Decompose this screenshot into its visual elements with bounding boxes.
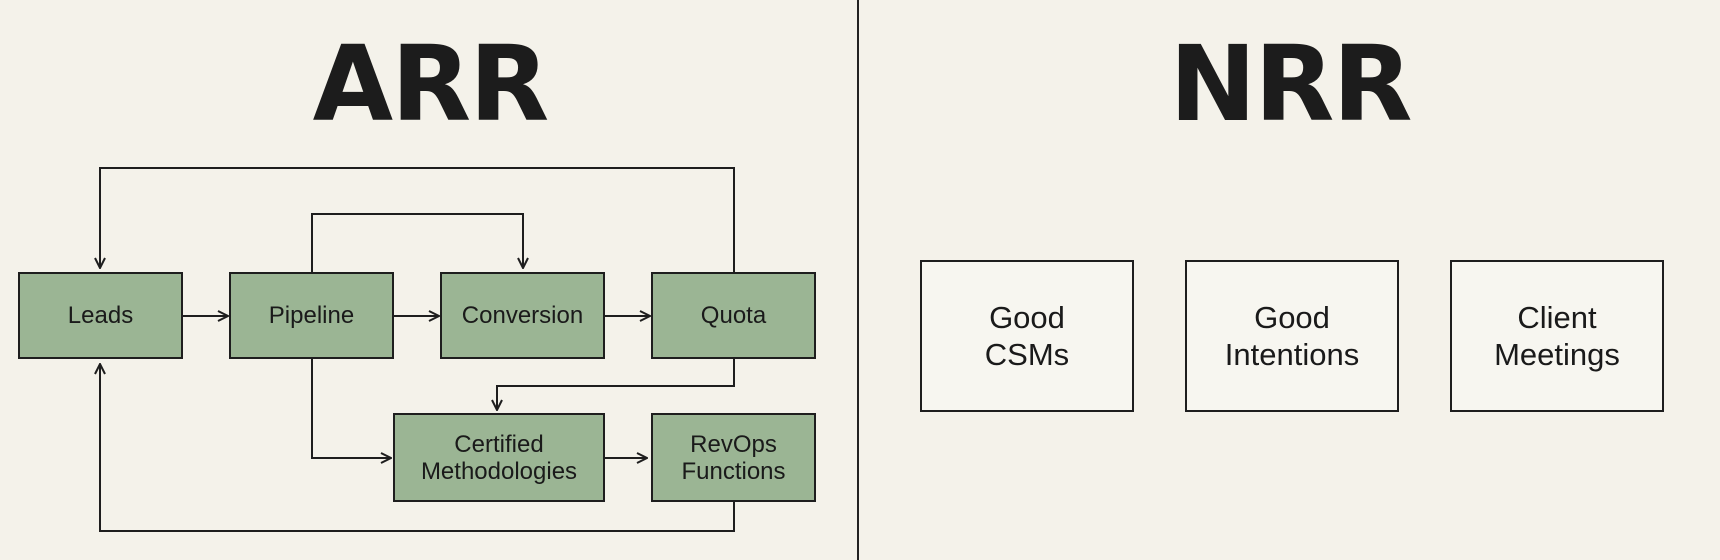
node-certified-methodologies-label: Certified Methodologies [420, 430, 578, 485]
nrr-title: NRR [1169, 23, 1412, 145]
arr-title: ARR [312, 23, 550, 145]
node-leads: Leads [18, 272, 183, 359]
node-pipeline: Pipeline [229, 272, 394, 359]
node-quota-label: Quota [700, 302, 767, 329]
box-client-meetings: Client Meetings [1450, 260, 1664, 412]
arrow-pipeline-conversion-loop [311, 213, 523, 272]
box-good-intentions: Good Intentions [1185, 260, 1399, 412]
arrow-quota-leads-loop [100, 167, 735, 272]
arrow-pipeline-certified [311, 359, 391, 458]
node-conversion: Conversion [440, 272, 605, 359]
node-revops-functions: RevOps Functions [651, 413, 816, 502]
node-revops-functions-label: RevOps Functions [681, 430, 786, 485]
arrow-revops-leads-loop [100, 364, 735, 532]
section-divider [857, 0, 859, 560]
node-pipeline-label: Pipeline [268, 302, 355, 329]
node-leads-label: Leads [67, 302, 134, 329]
arrow-quota-certified [497, 359, 735, 410]
box-client-meetings-label: Client Meetings [1494, 300, 1620, 372]
box-good-csms-label: Good CSMs [984, 300, 1070, 372]
node-certified-methodologies: Certified Methodologies [393, 413, 605, 502]
node-conversion-label: Conversion [461, 302, 584, 329]
node-quota: Quota [651, 272, 816, 359]
box-good-csms: Good CSMs [920, 260, 1134, 412]
box-good-intentions-label: Good Intentions [1224, 300, 1360, 372]
